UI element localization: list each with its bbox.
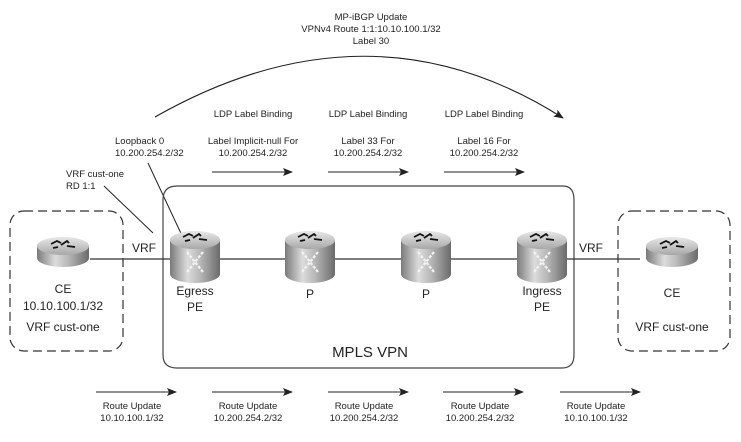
route-update-title: Route Update xyxy=(219,401,278,412)
route-update-prefix: 10.200.254.2/32 xyxy=(214,413,283,424)
egress-pe-label-2: PE xyxy=(187,300,203,314)
route-update-prefix: 10.200.254.2/32 xyxy=(330,413,399,424)
route-update-2: Route Update 10.200.254.2/32 xyxy=(212,388,293,424)
vrf-label-left: VRF xyxy=(132,241,156,255)
route-update-prefix: 10.10.100.1/32 xyxy=(100,413,163,424)
mpbgp-title: MP-iBGP Update xyxy=(335,12,408,23)
loopback-pointer xyxy=(147,162,186,243)
label-switch-router-icon xyxy=(170,240,220,283)
route-update-3: Route Update 10.200.254.2/32 xyxy=(328,388,409,424)
route-update-prefix: 10.200.254.2/32 xyxy=(446,413,515,424)
egress-pe-label-1: Egress xyxy=(176,284,213,298)
ce-left-vrf: VRF cust-one xyxy=(26,320,100,334)
ldp-binding-prefix: 10.200.254.2/32 xyxy=(334,148,403,159)
ingress-pe-router[interactable] xyxy=(517,231,567,283)
ldp-binding-prefix: 10.200.254.2/32 xyxy=(450,148,519,159)
ldp-binding-label: Label 33 For xyxy=(341,136,394,147)
label-switch-router-icon xyxy=(285,240,335,283)
p-router-2[interactable] xyxy=(401,231,451,283)
ce-left-router[interactable] xyxy=(37,237,89,267)
mpls-vpn-boundary xyxy=(162,185,575,369)
customer-site-left xyxy=(9,210,124,352)
ldp-binding-title: LDP Label Binding xyxy=(329,109,408,120)
ldp-binding-1: LDP Label Binding Label Implicit-null Fo… xyxy=(208,109,298,176)
p-router-1[interactable] xyxy=(285,231,335,283)
ingress-pe-label-2: PE xyxy=(534,300,550,314)
rd-label: RD 1:1 xyxy=(66,181,96,192)
vrf-rd-pointer xyxy=(103,185,154,234)
loopback-label: Loopback 0 xyxy=(115,136,164,147)
ce-left-name: CE xyxy=(55,282,72,296)
route-update-1: Route Update 10.10.100.1/32 xyxy=(96,388,177,424)
ldp-binding-3: LDP Label Binding Label 16 For 10.200.25… xyxy=(444,109,525,176)
ldp-binding-2: LDP Label Binding Label 33 For 10.200.25… xyxy=(328,109,409,176)
customer-site-right xyxy=(617,210,731,352)
ldp-binding-title: LDP Label Binding xyxy=(214,109,293,120)
ce-right-name: CE xyxy=(664,286,681,300)
ce-right-vrf: VRF cust-one xyxy=(635,320,709,334)
route-update-title: Route Update xyxy=(335,401,394,412)
ldp-binding-label: Label Implicit-null For xyxy=(208,136,298,147)
ingress-pe-label-1: Ingress xyxy=(522,284,561,298)
loopback-address: 10.200.254.2/32 xyxy=(115,148,184,159)
mpbgp-route: VPNv4 Route 1:1:10.10.100.1/32 xyxy=(301,24,440,35)
vrf-label-right: VRF xyxy=(579,241,603,255)
route-update-title: Route Update xyxy=(567,401,626,412)
label-switch-router-icon xyxy=(517,240,567,283)
route-update-title: Route Update xyxy=(103,401,162,412)
route-update-4: Route Update 10.200.254.2/32 xyxy=(443,388,524,424)
ce-right-router[interactable] xyxy=(646,237,698,267)
p-router-2-label: P xyxy=(422,287,430,301)
ldp-binding-title: LDP Label Binding xyxy=(445,109,524,120)
mpbgp-update-arc xyxy=(154,55,564,119)
route-update-title: Route Update xyxy=(451,401,510,412)
ldp-binding-prefix: 10.200.254.2/32 xyxy=(219,148,288,159)
mpls-vpn-label: MPLS VPN xyxy=(332,344,408,361)
route-update-prefix: 10.10.100.1/32 xyxy=(564,413,627,424)
vrf-name-label: VRF cust-one xyxy=(66,169,124,180)
ce-left-prefix: 10.10.100.1/32 xyxy=(23,299,103,313)
mpbgp-label: Label 30 xyxy=(353,36,389,47)
label-switch-router-icon xyxy=(401,240,451,283)
egress-pe-router[interactable] xyxy=(170,231,220,283)
ldp-binding-label: Label 16 For xyxy=(457,136,510,147)
route-update-5: Route Update 10.10.100.1/32 xyxy=(560,388,641,424)
p-router-1-label: P xyxy=(306,287,314,301)
